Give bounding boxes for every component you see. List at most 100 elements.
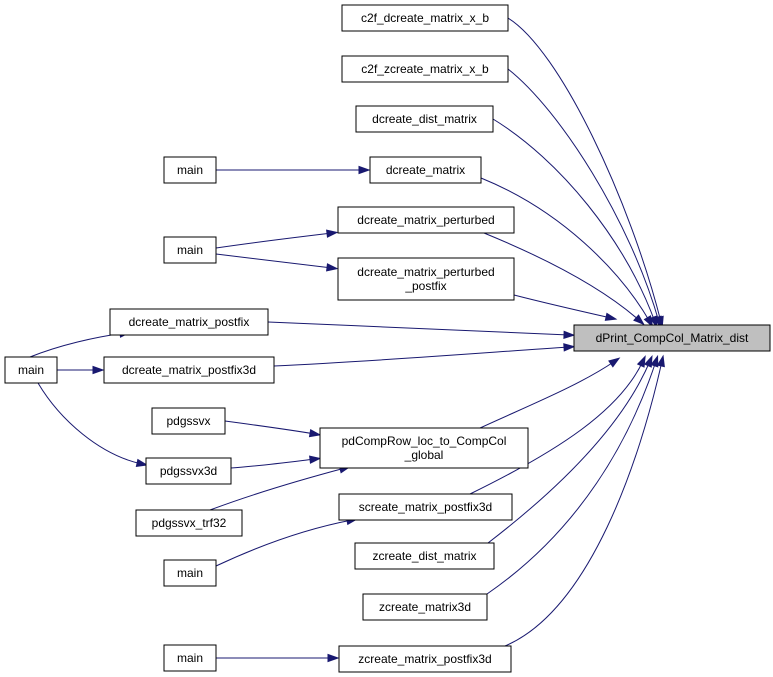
- function-node-dcdm[interactable]: dcreate_dist_matrix: [355, 105, 494, 133]
- node-label: dcreate_matrix_perturbed: [357, 265, 494, 279]
- node-label: zcreate_matrix_postfix3d: [358, 652, 491, 666]
- function-node-pdgssvx3d[interactable]: pdgssvx3d: [145, 457, 232, 485]
- edge-dcmpf3-to-target: [273, 343, 576, 367]
- edge-arrowhead: [563, 343, 576, 352]
- node-box: [163, 644, 217, 672]
- edge-c2f_z-to-target: [507, 68, 662, 329]
- edge-zcm3-to-target: [486, 354, 659, 595]
- function-node-dcmpf3[interactable]: dcreate_matrix_postfix3d: [103, 356, 275, 384]
- node-box: [145, 457, 232, 485]
- node-label: c2f_zcreate_matrix_x_b: [361, 62, 489, 76]
- node-box: [355, 105, 494, 133]
- edge-pdgssvx-to-pdcr: [224, 420, 322, 438]
- function-node-zcmpf3[interactable]: zcreate_matrix_postfix3d: [338, 645, 512, 673]
- function-node-main2[interactable]: main: [163, 236, 217, 264]
- edge-line: [469, 360, 644, 495]
- node-label: dcreate_matrix_postfix: [129, 315, 250, 329]
- edges-layer: [29, 17, 665, 663]
- function-node-dcmp[interactable]: dcreate_matrix_perturbed: [337, 206, 515, 234]
- function-node-pdgssvx[interactable]: pdgssvx: [151, 407, 226, 435]
- function-node-zcm3[interactable]: zcreate_matrix3d: [362, 593, 488, 621]
- edge-line: [209, 467, 346, 511]
- function-node-dcm[interactable]: dcreate_matrix: [369, 156, 482, 184]
- edge-arrowhead: [643, 355, 653, 368]
- node-box: [354, 542, 495, 570]
- edge-c2f_d-to-target: [507, 17, 664, 329]
- node-label: zcreate_matrix3d: [379, 600, 471, 614]
- node-box: [341, 55, 509, 83]
- node-label: zcreate_dist_matrix: [372, 549, 476, 563]
- node-box: [338, 493, 513, 521]
- node-box: [341, 4, 509, 32]
- edge-line: [224, 420, 316, 435]
- function-node-scmpf3[interactable]: screate_matrix_postfix3d: [338, 493, 513, 521]
- edge-pdcr-to-target: [479, 357, 621, 429]
- node-box: [151, 407, 226, 435]
- edge-line: [507, 68, 660, 323]
- node-box: [163, 156, 217, 184]
- edge-line: [507, 17, 662, 323]
- edge-line: [29, 332, 126, 358]
- edge-arrowhead: [649, 315, 658, 329]
- edge-scmpf3-to-target: [469, 355, 646, 495]
- node-label: dcreate_matrix: [386, 163, 465, 177]
- edge-dcmpp-to-target: [513, 294, 618, 321]
- function-node-dcmpp[interactable]: dcreate_matrix_perturbed_postfix: [337, 257, 515, 301]
- function-node-zcdm[interactable]: zcreate_dist_matrix: [354, 542, 495, 570]
- function-node-dcmpf[interactable]: dcreate_matrix_postfix: [109, 308, 269, 336]
- edge-line: [215, 519, 353, 567]
- edge-main3-to-pdgssvx3d: [37, 382, 149, 467]
- node-box: [4, 356, 58, 384]
- function-node-main5[interactable]: main: [163, 644, 217, 672]
- edge-line: [37, 382, 143, 465]
- edge-line: [504, 360, 663, 647]
- function-node-pdcr[interactable]: pdCompRow_loc_to_CompCol_global: [319, 427, 529, 469]
- node-label: _global: [404, 448, 444, 462]
- target-function-node[interactable]: dPrint_CompCol_Matrix_dist: [573, 324, 771, 352]
- node-label: dcreate_dist_matrix: [372, 112, 477, 126]
- edge-pdgssvx3d-to-pdcr: [230, 455, 322, 469]
- edge-arrowhead: [656, 354, 665, 368]
- node-label: dcreate_matrix_perturbed: [357, 213, 494, 227]
- node-label: screate_matrix_postfix3d: [359, 500, 492, 514]
- node-label: main: [18, 363, 44, 377]
- function-node-pdgssvx_trf32[interactable]: pdgssvx_trf32: [135, 509, 243, 537]
- edge-main5-to-zcmpf3: [216, 653, 340, 663]
- edge-arrowhead: [604, 312, 618, 321]
- node-label: dPrint_CompCol_Matrix_dist: [596, 331, 749, 345]
- edge-dcmp-to-target: [483, 232, 645, 326]
- edge-line: [479, 360, 616, 429]
- node-box: [319, 427, 529, 469]
- edge-line: [215, 232, 333, 249]
- edge-arrowhead: [650, 354, 659, 368]
- edge-arrowhead: [608, 357, 621, 368]
- function-node-main1[interactable]: main: [163, 156, 217, 184]
- edge-arrowhead: [92, 365, 105, 375]
- edge-arrowhead: [358, 165, 371, 175]
- edge-main2-to-dcmp: [215, 229, 339, 249]
- node-label: pdCompRow_loc_to_CompCol: [342, 434, 507, 448]
- edge-arrowhead: [309, 455, 322, 464]
- edge-arrowhead: [326, 229, 339, 238]
- node-label: main: [177, 651, 203, 665]
- node-box: [163, 559, 217, 587]
- node-box: [135, 509, 243, 537]
- node-label: pdgssvx: [166, 414, 210, 428]
- edge-arrowhead: [308, 428, 322, 438]
- edge-main3-to-dcmpf3: [56, 365, 105, 375]
- edge-line: [273, 346, 570, 367]
- edge-line: [215, 253, 333, 269]
- edge-zcmpf3-to-target: [504, 354, 665, 647]
- edge-arrowhead: [633, 314, 645, 326]
- edge-line: [492, 118, 656, 323]
- function-node-main3[interactable]: main: [4, 356, 58, 384]
- nodes-layer: c2f_dcreate_matrix_x_b c2f_zcreate_matrix…: [4, 4, 771, 673]
- edge-arrowhead: [563, 330, 576, 340]
- function-node-c2f_z[interactable]: c2f_zcreate_matrix_x_b: [341, 55, 509, 83]
- function-node-main4[interactable]: main: [163, 559, 217, 587]
- node-label: main: [177, 243, 203, 257]
- edge-line: [230, 458, 316, 469]
- function-node-c2f_d[interactable]: c2f_dcreate_matrix_x_b: [341, 4, 509, 32]
- node-label: pdgssvx3d: [160, 464, 217, 478]
